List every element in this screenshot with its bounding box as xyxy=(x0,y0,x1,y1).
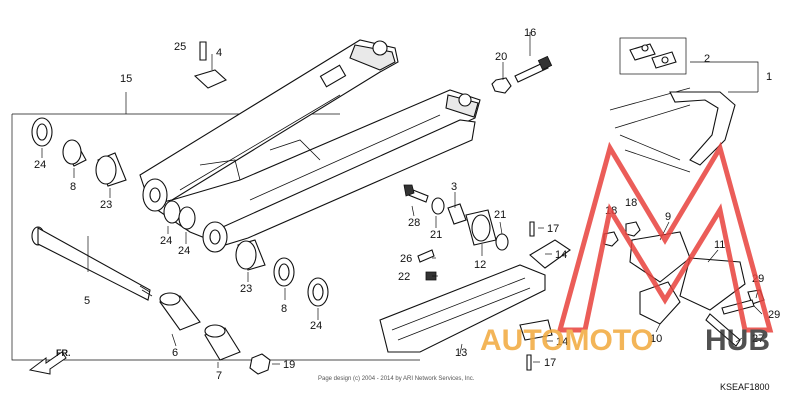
callout-18b: 18 xyxy=(625,197,637,209)
callout-21b: 21 xyxy=(494,209,506,221)
callout-21a: 21 xyxy=(430,229,442,241)
callout-5: 5 xyxy=(84,295,90,307)
bearings-and-seals xyxy=(31,117,329,307)
callout-25: 25 xyxy=(174,41,186,53)
callout-27: 27 xyxy=(752,333,764,345)
callout-11: 11 xyxy=(714,239,725,251)
callout-1: 1 xyxy=(766,71,772,83)
callout-14b: 14 xyxy=(556,336,568,348)
callout-15: 15 xyxy=(120,73,132,85)
copyright-text: Page design (c) 2004 - 2014 by ARI Netwo… xyxy=(318,376,475,382)
front-label: FR. xyxy=(56,348,71,358)
callout-9: 9 xyxy=(665,211,671,223)
catalog-code: KSEAF1800 xyxy=(720,382,770,392)
chain-slider xyxy=(379,264,546,353)
callout-2: 2 xyxy=(704,53,710,65)
callout-3: 3 xyxy=(451,181,457,193)
callout-8a: 8 xyxy=(70,181,76,193)
callout-17b: 17 xyxy=(544,357,556,369)
callout-22: 22 xyxy=(398,271,410,283)
callout-6: 6 xyxy=(172,347,178,359)
callout-19: 19 xyxy=(283,359,295,371)
callout-8b: 8 xyxy=(281,303,287,315)
hardware xyxy=(193,41,765,375)
callout-10: 10 xyxy=(650,333,662,345)
callout-13: 13 xyxy=(455,347,467,359)
callout-12: 12 xyxy=(474,259,486,271)
callout-24a: 24 xyxy=(34,159,46,171)
pivot-collars xyxy=(159,292,241,361)
callout-28: 28 xyxy=(408,217,420,229)
callout-16: 16 xyxy=(524,27,536,39)
callout-labels: 1 2 3 4 5 6 7 8 8 9 10 11 12 13 14 14 15… xyxy=(34,27,780,382)
callout-4: 4 xyxy=(216,47,222,59)
watermark-text-b: HUB xyxy=(705,324,770,357)
watermark-logo: AUTOMOTO HUB xyxy=(480,141,774,357)
swingarm-body xyxy=(139,39,481,253)
drive-chain xyxy=(609,37,736,173)
callout-20: 20 xyxy=(495,51,507,63)
front-direction-arrow: FR. xyxy=(28,348,71,375)
pivot-shaft xyxy=(31,226,153,301)
callout-14a: 14 xyxy=(555,249,567,261)
leader-lines xyxy=(41,32,763,368)
callout-23a: 23 xyxy=(100,199,112,211)
callout-29b: 29 xyxy=(768,309,780,321)
callout-23b: 23 xyxy=(240,283,252,295)
callout-7: 7 xyxy=(216,370,222,382)
watermark-text-a: AUTOMOTO xyxy=(480,324,654,357)
callout-26: 26 xyxy=(400,253,412,265)
callout-24c: 24 xyxy=(178,245,190,257)
callout-24b: 24 xyxy=(160,235,172,247)
callout-24d: 24 xyxy=(310,320,322,332)
callout-17a: 17 xyxy=(547,223,559,235)
